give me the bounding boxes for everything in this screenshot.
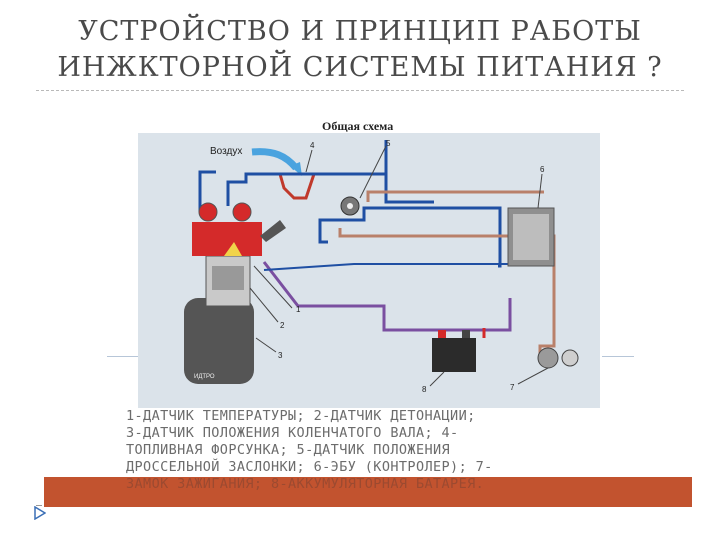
- camshaft-left: [198, 202, 218, 222]
- engine-piston: [212, 266, 244, 290]
- callout-8: 8: [422, 385, 427, 394]
- leader-1: [253, 265, 293, 309]
- air-label: Воздух: [210, 146, 242, 157]
- wire-purple: [262, 261, 512, 332]
- callout-6: 6: [540, 165, 545, 174]
- callout-5: 5: [386, 139, 391, 148]
- legend-caption: 1-ДАТЧИК ТЕМПЕРАТУРЫ; 2-ДАТЧИК ДЕТОНАЦИИ…: [126, 408, 606, 493]
- legend-line-2: 3-ДАТЧИК ПОЛОЖЕНИЯ КОЛЕНЧАТОГО ВАЛА; 4-: [126, 425, 459, 441]
- slide-rule-right: [602, 356, 634, 357]
- slide-rule-left: [107, 356, 141, 357]
- slide-title-line-1: УСТРОЙСТВО И ПРИНЦИП РАБОТЫ: [78, 16, 642, 47]
- leader-8: [429, 371, 445, 387]
- ignition-lock: [537, 347, 559, 369]
- callout-2: 2: [280, 321, 285, 330]
- legend-line-4: ДРОССЕЛЬНОЙ ЗАСЛОНКИ; 6-ЭБУ (КОНТРОЛЕР);…: [126, 459, 493, 475]
- leader-7: [517, 367, 549, 385]
- battery-terminal-minus: [462, 330, 470, 338]
- leader-2: [249, 287, 279, 323]
- wire-blue-ecu: [318, 206, 502, 268]
- battery: [432, 338, 476, 372]
- ignition-key-head: [561, 349, 579, 367]
- wire-brown-right: [338, 228, 556, 362]
- footer-divider: [36, 505, 42, 506]
- callout-4: 4: [310, 141, 315, 150]
- wire-blue-crank: [263, 263, 508, 271]
- fuel-injector: [260, 220, 286, 242]
- leader-5: [359, 145, 387, 199]
- callout-1: 1: [296, 305, 301, 314]
- intake-pipe: [278, 173, 316, 200]
- legend-line-1: 1-ДАТЧИК ТЕМПЕРАТУРЫ; 2-ДАТЧИК ДЕТОНАЦИИ…: [126, 408, 476, 424]
- title-divider: [36, 90, 684, 91]
- accent-bar: [44, 477, 692, 507]
- leader-6: [537, 173, 543, 209]
- camshaft-right: [232, 202, 252, 222]
- callout-3: 3: [278, 351, 283, 360]
- bullet-triangle-icon: [34, 506, 46, 520]
- engine-label: ИДТРО: [194, 374, 215, 380]
- ecu-face: [513, 214, 549, 260]
- callout-7: 7: [510, 383, 515, 392]
- wire-blue-injector: [318, 228, 328, 244]
- wire-brown-top: [366, 190, 544, 202]
- legend-line-3: ТОПЛИВНАЯ ФОРСУНКА; 5-ДАТЧИК ПОЛОЖЕНИЯ: [126, 442, 451, 458]
- throttle-sensor-center: [347, 203, 353, 209]
- spark-flame: [224, 242, 242, 256]
- leader-3: [255, 337, 277, 353]
- scheme-heading: Общая схема: [322, 119, 393, 133]
- wire-blue-left: [198, 170, 216, 212]
- fuel-injection-scheme: Общая схема Воздух ИДТРО 4 5 6 1: [138, 119, 600, 408]
- engine-head: [192, 222, 262, 256]
- legend-line-5: ЗАМОК ЗАЖИГАНИЯ; 8-АККУМУЛЯТОРНАЯ БАТАРЕ…: [126, 476, 485, 492]
- leader-4: [305, 149, 313, 173]
- battery-terminal-plus: [438, 330, 446, 338]
- engine-block: [184, 298, 254, 384]
- wire-blue-top: [226, 172, 434, 206]
- slide-title-line-2: ИНЖКТОРНОЙ СИСТЕМЫ ПИТАНИЯ ?: [57, 52, 663, 83]
- slide-title: УСТРОЙСТВО И ПРИНЦИП РАБОТЫ ИНЖКТОРНОЙ С…: [0, 14, 720, 86]
